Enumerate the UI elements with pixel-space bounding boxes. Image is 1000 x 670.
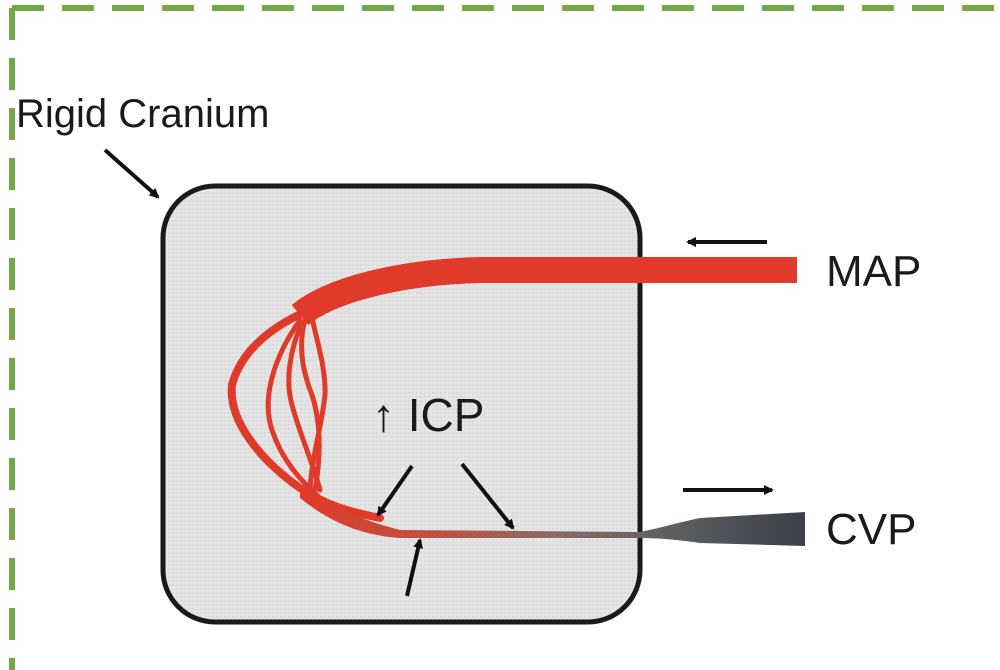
map-label: MAP (826, 247, 922, 296)
icp-text: ICP (407, 389, 485, 441)
arrows (103, 148, 774, 597)
dashed-frame (9, 5, 1000, 670)
cvp-label: CVP (826, 505, 917, 554)
icp-arrow-left (376, 464, 414, 517)
artery-branch-3 (298, 317, 322, 493)
cranium-pointer-arrow (103, 148, 160, 199)
icp-arrow-right (460, 462, 515, 530)
artery-main-branch (227, 308, 384, 522)
vein (300, 488, 805, 546)
up-arrow-icon: ↑ (372, 389, 395, 441)
cranium-box (160, 183, 643, 625)
artery-branch-1 (265, 317, 321, 499)
artery-inflow (291, 257, 797, 326)
rigid-cranium-label: Rigid Cranium (16, 92, 270, 136)
artery (227, 257, 797, 522)
icp-label: ↑ ICP (372, 392, 484, 438)
compression-arrow (405, 538, 424, 597)
artery-branch-4 (307, 315, 328, 493)
